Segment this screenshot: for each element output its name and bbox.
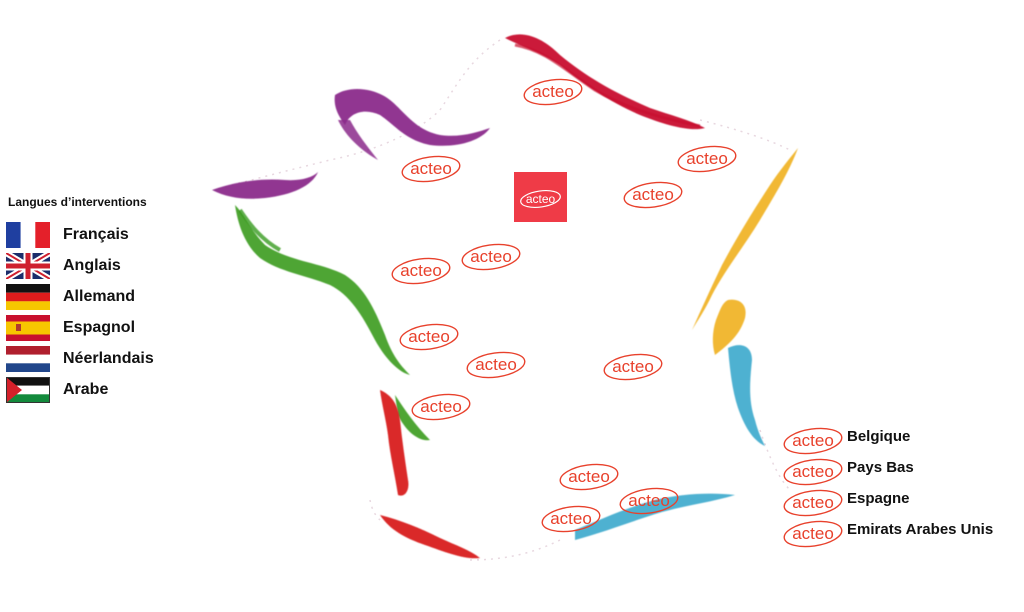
acteo-logo-text: acteo [632,185,674,204]
acteo-logo: acteo [522,75,584,114]
acteo-logo-text: acteo [792,493,834,512]
acteo-logo: acteo [782,455,844,494]
language-label: Anglais [63,257,121,274]
acteo-logo: acteo [618,484,680,523]
acteo-logo-text: acteo [568,467,610,486]
acteo-logo-text: acteo [420,397,462,416]
acteo-logo: acteo [782,424,844,463]
country-label-belgium: Belgique [847,428,911,445]
flag-netherlands-icon [6,346,50,372]
acteo-logo-text: acteo [792,431,834,450]
acteo-logo: acteo [410,390,472,429]
acteo-logo-text: acteo [470,247,512,266]
acteo-central-logo: acteo [514,172,567,222]
acteo-logo-text: acteo [410,159,452,178]
language-label: Français [63,226,129,243]
acteo-logo: acteo [558,460,620,499]
acteo-logo-text: acteo [628,491,670,510]
acteo-logo-text: acteo [400,261,442,280]
language-label: Allemand [63,288,136,305]
language-label: Néerlandais [63,350,154,367]
flag-uk-icon [6,253,50,279]
legend-title: Langues d’interventions [8,195,147,209]
acteo-logo-text: acteo [475,355,517,374]
flag-germany-icon [6,284,50,310]
acteo-logo-text: acteo [612,357,654,376]
country-label-uae: Emirats Arabes Unis [847,521,994,538]
acteo-logo: acteo [540,502,602,541]
acteo-logo: acteo [460,240,522,279]
region-northwest-stroke [212,88,490,199]
acteo-logo: acteo [398,320,460,359]
language-label: Espagnol [63,319,136,336]
acteo-logo-text: acteo [408,327,450,346]
acteo-logo-text: acteo [686,149,728,168]
acteo-logo-text: acteo [792,524,834,543]
acteo-logo: acteo [782,486,844,525]
language-label: Arabe [63,381,109,398]
acteo-logo: acteo [782,517,844,556]
acteo-logo-text: acteo [550,509,592,528]
acteo-central-logo-text: acteo [526,192,556,206]
country-label-spain: Espagne [847,490,910,507]
region-north-stroke [505,34,705,130]
country-label-netherlands: Pays Bas [847,459,914,476]
region-southwest-stroke [380,390,480,559]
flag-spain-icon [6,315,50,341]
flag-france-icon [6,222,50,248]
region-west-stroke [235,205,430,441]
acteo-logo: acteo [465,348,527,387]
acteo-logo: acteo [390,254,452,293]
acteo-logo-text: acteo [532,82,574,101]
map-outline [214,39,791,561]
region-east-stroke [692,148,798,355]
acteo-logo: acteo [400,152,462,191]
flag-palestine-icon [6,377,50,403]
region-southeast-stroke [575,345,765,540]
acteo-logo-text: acteo [792,462,834,481]
acteo-logo: acteo [622,178,684,217]
acteo-logo: acteo [602,350,664,389]
acteo-logo: acteo [676,142,738,181]
